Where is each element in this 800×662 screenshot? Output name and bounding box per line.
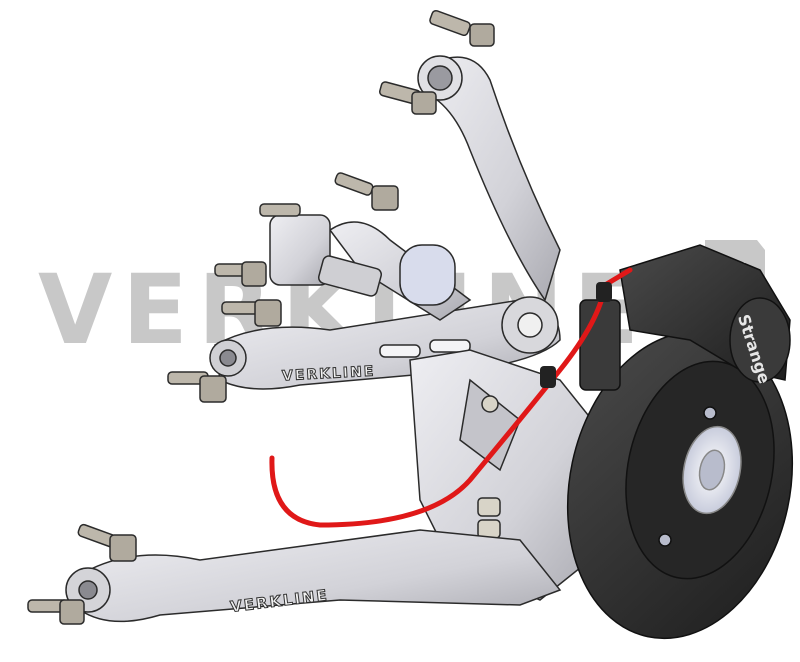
brake-line-grommet <box>540 366 556 388</box>
lower-control-arm <box>27 523 562 625</box>
brake-rotor <box>566 330 794 640</box>
brake-line-grommet <box>596 282 612 302</box>
upper-link <box>379 9 561 302</box>
brake-line <box>269 267 633 528</box>
